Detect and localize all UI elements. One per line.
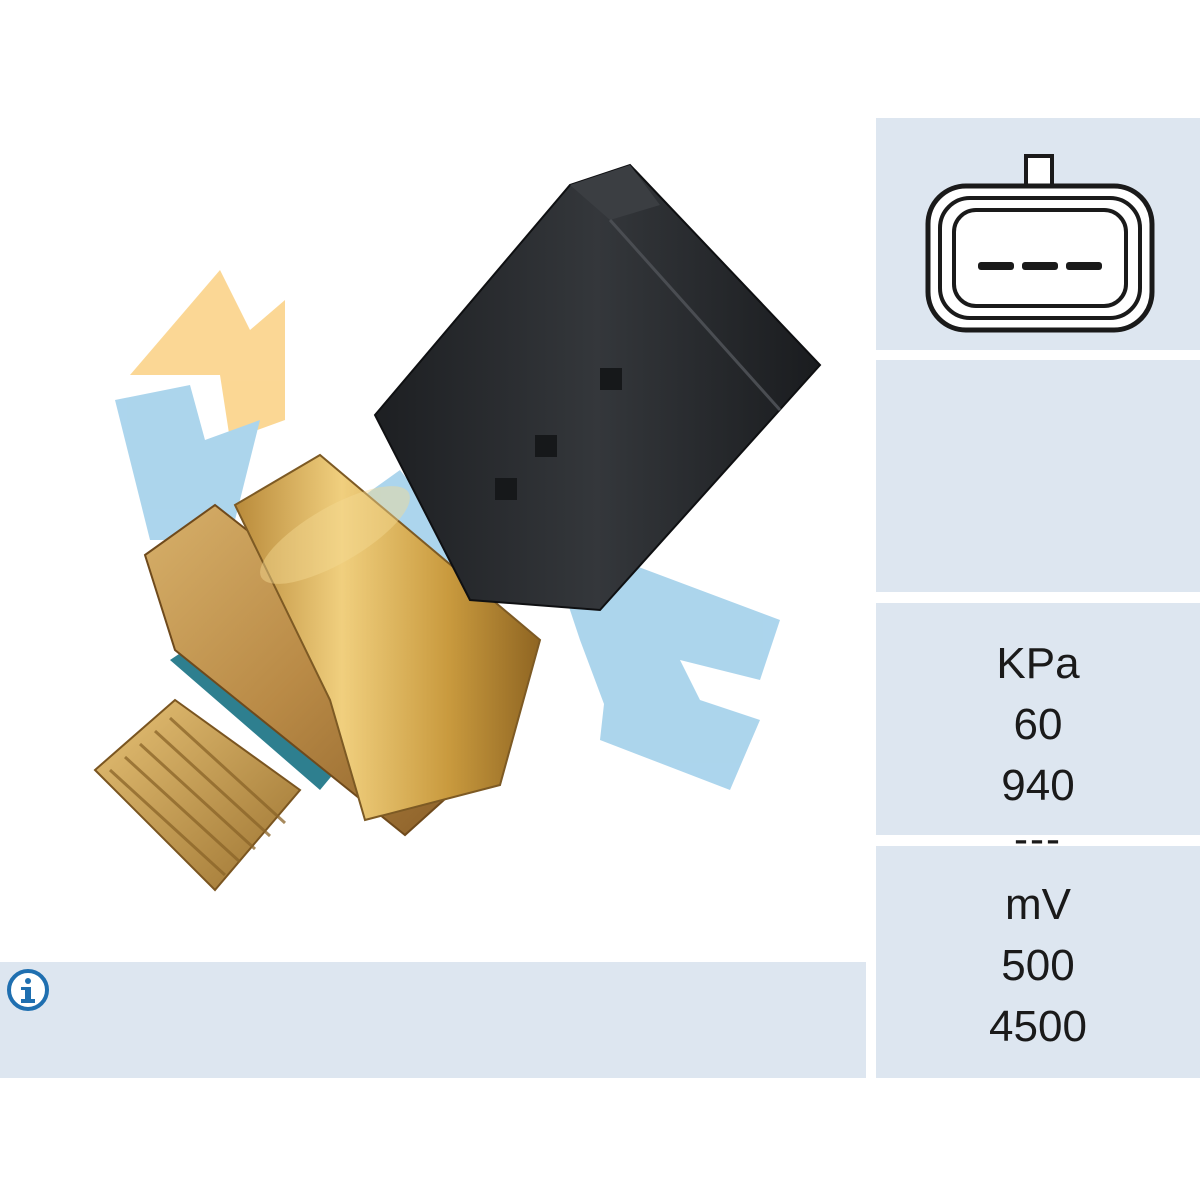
thread-tip [93, 698, 302, 892]
brass-body [233, 453, 542, 822]
voltage-panel: mV 500 4500 [876, 846, 1200, 1078]
dash-panel: --- [876, 360, 1200, 862]
voltage-max: 4500 [989, 1002, 1087, 1051]
pressure-min: 60 [1013, 700, 1063, 749]
voltage-unit: mV [1005, 880, 1071, 929]
info-bar [0, 962, 866, 1078]
pressure-unit: KPa [996, 639, 1080, 688]
connector-plug [373, 163, 822, 612]
connector-pinout-panel [876, 118, 1200, 350]
voltage-values: mV 500 4500 [876, 874, 1200, 1057]
pressure-panel: KPa 60 940 [876, 603, 1200, 835]
info-icon[interactable] [6, 968, 50, 1012]
voltage-min: 500 [1001, 941, 1075, 990]
product-image [93, 163, 822, 892]
pressure-values: KPa 60 940 [876, 633, 1200, 816]
connector-pinout-icon [925, 154, 1155, 333]
pressure-max: 940 [1001, 761, 1075, 810]
